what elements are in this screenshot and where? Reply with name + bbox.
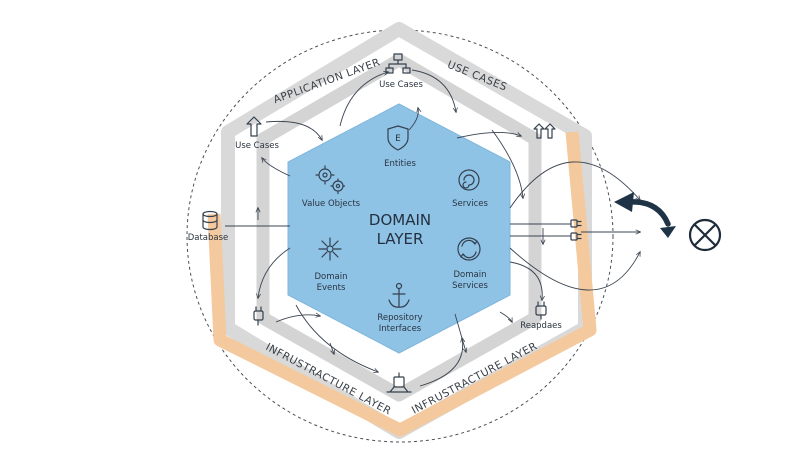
- up-arrow-icon: [246, 116, 262, 137]
- repository-interfaces-label-1: Repository: [377, 313, 422, 323]
- domain-core-hexagon: [287, 103, 511, 354]
- value-objects-label: Value Objects: [302, 199, 361, 209]
- repository-interfaces-label-2: Interfaces: [379, 324, 422, 334]
- blocked-icon: [688, 218, 722, 252]
- flow-arrow: [509, 261, 542, 300]
- plug-connector-lower: [570, 232, 582, 241]
- database-icon: [202, 210, 218, 231]
- infrastructure-orange-band: [207, 131, 597, 437]
- flow-arrow: [295, 304, 378, 372]
- domain-layer-title-line2: LAYER: [377, 230, 424, 248]
- outbound-line: [509, 247, 640, 291]
- spiral-icon: [458, 169, 480, 191]
- adapters-label: Reapdaes: [520, 321, 562, 331]
- flow-arrow: [275, 315, 320, 323]
- entities-node: E Entities: [384, 125, 416, 169]
- shield-e-icon: [387, 125, 409, 151]
- plug-connector-upper: [570, 219, 582, 228]
- domain-services-label-2: Services: [452, 281, 488, 291]
- flow-arrow: [339, 72, 388, 127]
- flow-arrow: [408, 108, 418, 131]
- flow-arrow: [329, 342, 334, 354]
- up-arrows-icon: [533, 123, 556, 139]
- bottom-hub-icon: [386, 372, 412, 393]
- domain-layer-title-line1: DOMAIN: [369, 211, 431, 229]
- flow-arrow: [499, 311, 512, 322]
- flow-arrow: [265, 120, 322, 140]
- plug-icon: [535, 301, 547, 320]
- gears-icon: [315, 165, 346, 195]
- outbound-line: [509, 161, 640, 209]
- curved-arrow-icon: [614, 192, 676, 238]
- domain-events-label-2: Events: [317, 283, 346, 293]
- domain-services-node: Domain Services: [452, 237, 488, 291]
- anchor-icon: [388, 282, 410, 308]
- domain-events-node: Domain Events: [315, 237, 348, 293]
- database-node: Database: [188, 210, 229, 243]
- flow-arrow: [411, 69, 456, 112]
- adapters-node: Reapdaes: [520, 301, 562, 331]
- services-label: Services: [452, 199, 488, 209]
- inner-gray-band: [256, 53, 542, 402]
- use-cases-top-label: Use Cases: [379, 80, 423, 90]
- use-cases-left-label: Use Cases: [235, 141, 279, 151]
- value-objects-node: Value Objects: [302, 165, 361, 209]
- flow-arrow: [456, 131, 521, 139]
- repository-interfaces-node: Repository Interfaces: [377, 282, 423, 334]
- plug-icon-left: [253, 306, 264, 326]
- hierarchy-icon: [385, 53, 411, 74]
- flow-arrow: [258, 247, 291, 298]
- database-label: Database: [188, 233, 229, 243]
- domain-services-label-1: Domain: [454, 270, 487, 280]
- flow-arrow: [454, 313, 466, 352]
- use-cases-left-node: Use Cases: [235, 116, 279, 151]
- flow-arrow: [419, 338, 463, 387]
- domain-events-label-1: Domain: [315, 272, 348, 282]
- network-icon: [318, 237, 342, 261]
- use-cases-top-node: Use Cases: [379, 53, 423, 90]
- services-node: Services: [452, 169, 488, 209]
- flow-arrow: [262, 158, 291, 177]
- entities-label: Entities: [384, 159, 416, 169]
- cycle-icon: [457, 237, 481, 261]
- svg-text:E: E: [395, 134, 401, 144]
